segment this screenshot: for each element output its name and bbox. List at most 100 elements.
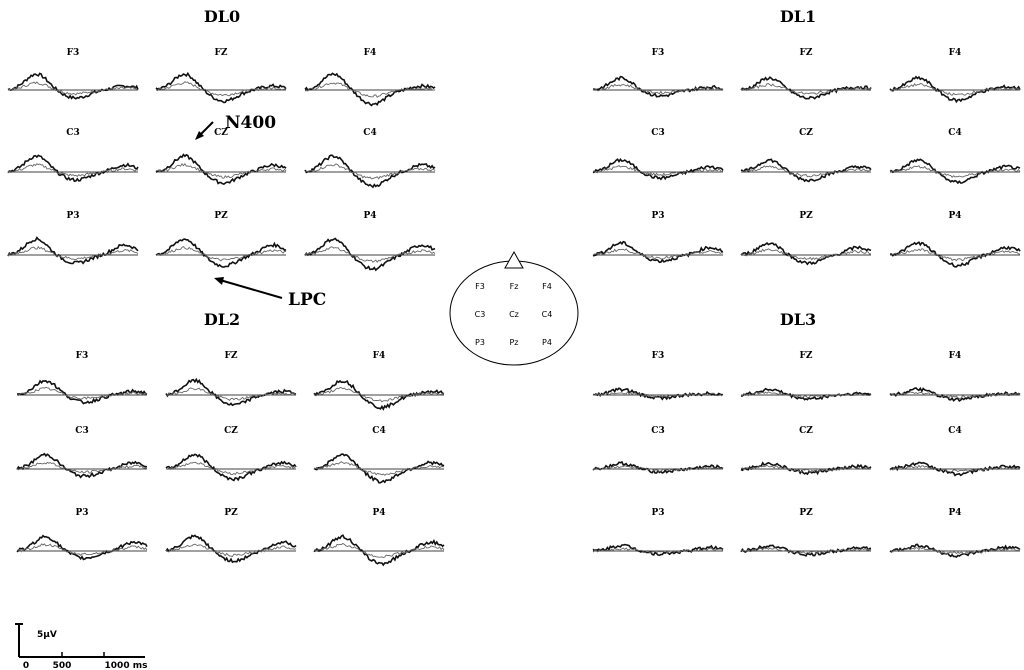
dl1-waveform-thin-f4 bbox=[889, 83, 1021, 96]
dl2-waveform-thin-p4 bbox=[313, 542, 445, 558]
dl0-electrode-label-f4: F4 bbox=[364, 48, 377, 58]
dl0-waveform-thick-p4 bbox=[304, 237, 436, 272]
dl3-electrode-label-c3: C3 bbox=[651, 426, 664, 436]
dl1-waveform-thick-f3 bbox=[592, 75, 724, 98]
dl3-waveform-thick-cz bbox=[740, 461, 872, 476]
lpc-annotation: LPC bbox=[214, 277, 326, 310]
dl3-waveform-thin-p3 bbox=[592, 547, 724, 554]
head-label-p3: P3 bbox=[475, 338, 485, 347]
dl3-electrode-label-p4: P4 bbox=[948, 508, 961, 518]
dl0-electrode-label-p3: P3 bbox=[66, 211, 79, 221]
head-label-c4: C4 bbox=[542, 310, 553, 319]
dl1-waveform-thin-p3 bbox=[592, 248, 724, 260]
dl1-waveform-thick-cz bbox=[740, 158, 872, 183]
dl2-electrode-label-fz: FZ bbox=[225, 351, 238, 361]
dl0-waveform-thick-f4 bbox=[304, 72, 436, 107]
n400-annotation: N400 bbox=[195, 113, 276, 140]
panel-title-dl0: DL0 bbox=[204, 7, 240, 26]
dl2-electrode-label-p4: P4 bbox=[372, 508, 385, 518]
dl3-waveform-thin-p4 bbox=[889, 546, 1021, 555]
dl3-waveform-thin-cz bbox=[740, 464, 872, 473]
dl3-waveform-thin-c4 bbox=[889, 464, 1021, 473]
dl2-waveform-thin-f4 bbox=[313, 387, 445, 403]
dl2-waveform-thick-c4 bbox=[313, 453, 445, 484]
dl3-waveform-thin-pz bbox=[740, 547, 872, 555]
dl2-waveform-thin-pz bbox=[165, 543, 297, 558]
dl2-electrode-label-f4: F4 bbox=[373, 351, 386, 361]
dl3-waveform-thick-p3 bbox=[592, 543, 724, 557]
dl0-waveform-thin-p4 bbox=[304, 246, 436, 263]
dl2-waveform-thick-f4 bbox=[313, 379, 445, 411]
dl0-waveform-thin-p3 bbox=[7, 245, 139, 261]
dl2-waveform-thin-p3 bbox=[16, 543, 148, 556]
dl1-electrode-label-f4: F4 bbox=[949, 48, 962, 58]
dl3-waveform-thick-fz bbox=[740, 387, 872, 401]
dl2-waveform-thick-f3 bbox=[17, 379, 148, 405]
dl2-waveform-thick-cz bbox=[165, 453, 297, 482]
panel-title-dl2: DL2 bbox=[204, 310, 240, 329]
dl0-waveform-thick-p3 bbox=[7, 236, 139, 265]
dl0-electrode-label-fz: FZ bbox=[215, 48, 228, 58]
dl0-electrode-label-f3: F3 bbox=[67, 48, 80, 58]
dl2-waveform-thin-f3 bbox=[16, 386, 148, 400]
dl3-waveform-thick-f3 bbox=[592, 387, 723, 401]
dl1-waveform-thin-p4 bbox=[889, 248, 1021, 262]
dl3-electrode-label-c4: C4 bbox=[948, 426, 961, 436]
dl0-electrode-label-cz: CZ bbox=[214, 128, 228, 138]
dl0-waveform-thick-f3 bbox=[7, 72, 139, 100]
dl2-waveform-thin-c4 bbox=[313, 461, 445, 476]
dl0-waveform-thin-c4 bbox=[304, 163, 436, 180]
dl2-electrode-label-p3: P3 bbox=[75, 508, 88, 518]
dl0-waveform-thick-c3 bbox=[7, 154, 139, 183]
dl3-electrode-label-p3: P3 bbox=[651, 508, 664, 518]
dl1-waveform-thin-c4 bbox=[889, 165, 1021, 178]
dl1-waveform-thick-c3 bbox=[592, 157, 724, 181]
dl1-waveform-thin-c3 bbox=[592, 165, 724, 177]
electrode-head-map: F3 Fz F4 C3 Cz C4 P3 Pz P4 bbox=[449, 250, 579, 366]
scale-tick-1000: 1000 ms bbox=[105, 661, 148, 670]
dl1-waveform-thick-c4 bbox=[890, 158, 1021, 185]
head-label-f4: F4 bbox=[542, 282, 552, 291]
dl2-electrode-label-c4: C4 bbox=[372, 426, 385, 436]
dl3-electrode-label-pz: PZ bbox=[799, 508, 813, 518]
dl0-waveform-thick-pz bbox=[155, 238, 287, 268]
dl3-waveform-thick-c4 bbox=[889, 461, 1021, 477]
dl3-waveform-thin-f4 bbox=[889, 391, 1021, 399]
dl1-waveform-thin-f3 bbox=[592, 83, 724, 95]
dl1-electrode-label-c4: C4 bbox=[948, 128, 961, 138]
dl2-electrode-label-pz: PZ bbox=[224, 508, 238, 518]
dl1-waveform-thick-pz bbox=[740, 242, 872, 266]
head-label-fz: Fz bbox=[510, 282, 519, 291]
dl0-waveform-thick-c4 bbox=[304, 154, 436, 189]
dl2-waveform-thick-fz bbox=[165, 377, 297, 407]
dl1-waveform-thin-pz bbox=[740, 248, 872, 261]
head-label-cz: Cz bbox=[509, 310, 519, 319]
n400-label: N400 bbox=[225, 113, 276, 133]
dl1-waveform-thick-p4 bbox=[890, 241, 1021, 268]
dl1-electrode-label-cz: CZ bbox=[799, 128, 813, 138]
dl3-waveform-thick-p4 bbox=[889, 543, 1021, 558]
dl1-waveform-thick-p3 bbox=[592, 240, 723, 264]
nose-marker bbox=[504, 250, 524, 269]
dl1-electrode-label-p4: P4 bbox=[948, 211, 961, 221]
dl2-waveform-thick-p4 bbox=[313, 534, 445, 567]
lpc-label: LPC bbox=[288, 290, 326, 310]
dl2-waveform-thick-p3 bbox=[16, 534, 148, 561]
dl0-waveform-thick-cz bbox=[155, 153, 287, 185]
dl2-waveform-thin-cz bbox=[165, 461, 297, 476]
dl1-electrode-label-pz: PZ bbox=[799, 211, 813, 221]
dl2-waveform-thick-c3 bbox=[16, 452, 147, 479]
head-label-pz: Pz bbox=[509, 338, 518, 347]
scale-tick-0: 0 bbox=[23, 661, 29, 670]
dl0-waveform-thin-cz bbox=[155, 163, 287, 179]
dl1-waveform-thick-fz bbox=[740, 76, 872, 100]
dl0-electrode-label-c3: C3 bbox=[66, 128, 79, 138]
dl0-waveform-thin-fz bbox=[155, 81, 286, 97]
panel-title-dl1: DL1 bbox=[780, 7, 816, 26]
dl0-waveform-thin-c3 bbox=[7, 163, 139, 178]
dl2-electrode-label-cz: CZ bbox=[224, 426, 238, 436]
dl1-waveform-thin-fz bbox=[740, 83, 872, 95]
dl3-waveform-thick-f4 bbox=[889, 386, 1021, 402]
